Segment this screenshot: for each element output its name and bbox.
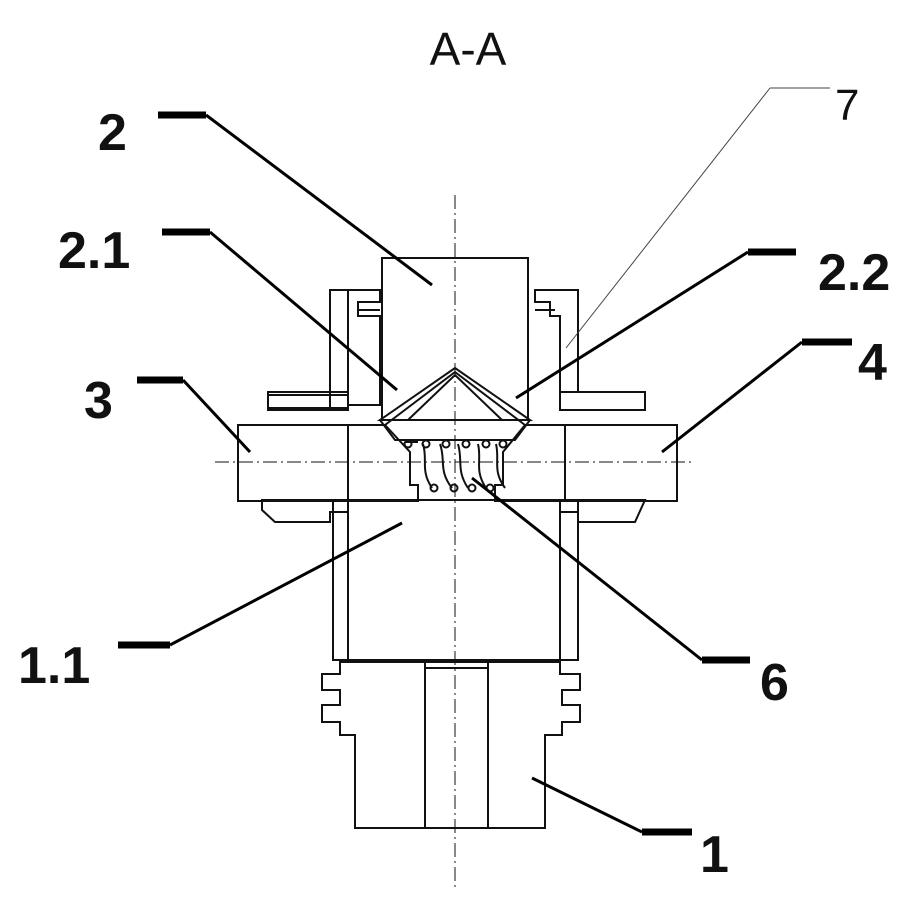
label-part-1: 1 [700,826,729,884]
leader-lines [118,87,852,836]
section-title: A-A [430,23,507,75]
part-6-spring [403,439,508,493]
part-1-housing [261,499,647,829]
part-3-left-flange [237,424,419,502]
label-part-2: 2 [98,104,127,162]
label-part-2-1: 2.1 [58,222,130,280]
label-part-4: 4 [858,334,887,392]
label-part-1-1: 1.1 [18,637,90,695]
label-part-7: 7 [835,81,859,130]
part-4-right-flange [494,424,678,502]
label-part-3: 3 [84,372,113,430]
part-7-sleeve [267,289,646,411]
label-part-6: 6 [760,654,789,712]
label-part-2-2: 2.2 [818,244,890,302]
